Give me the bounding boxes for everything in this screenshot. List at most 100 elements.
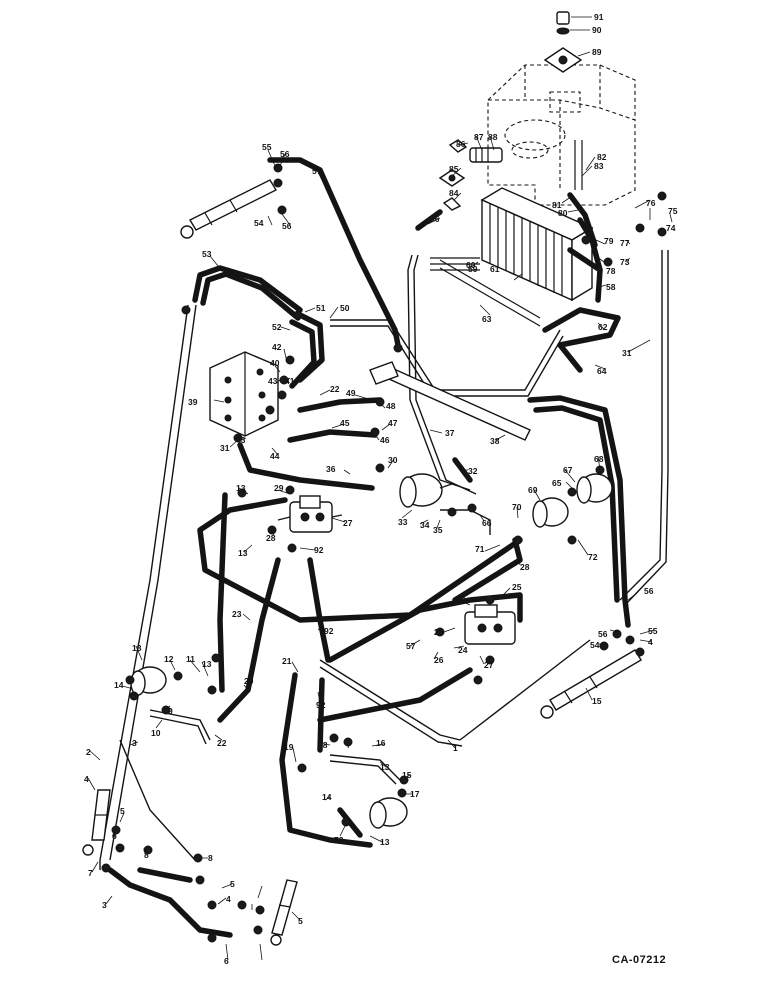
callout-label: 70 — [512, 502, 522, 512]
callout-label: 4 — [648, 637, 653, 647]
callout-label: 13 — [236, 483, 246, 493]
callout-label: 42 — [272, 342, 282, 352]
callout-label: 84 — [449, 188, 459, 198]
callout-label: 24 — [458, 645, 468, 655]
callout-label: 20 — [244, 676, 254, 686]
callout-label: 13 — [202, 659, 212, 669]
callout-label: 43 — [268, 376, 278, 386]
callout-label: 47 — [388, 418, 398, 428]
callout-label: 1 — [453, 743, 458, 753]
callout-leaders — [87, 16, 673, 961]
callout-label: 28 — [520, 562, 530, 572]
callout-label: 39 — [188, 397, 198, 407]
filter-32 — [399, 473, 453, 508]
callout-label: 78 — [606, 266, 616, 276]
callout-label: 43 — [236, 435, 246, 445]
callout-label: 56 — [282, 221, 292, 231]
callout-label: 54 — [590, 640, 600, 650]
callout-label: 91 — [594, 12, 604, 22]
callout-label: 81 — [552, 200, 562, 210]
callout-label: 7 — [88, 868, 93, 878]
callout-label: 50 — [340, 303, 350, 313]
callout-label: 23 — [232, 609, 242, 619]
callout-label: 66 — [482, 518, 492, 528]
callout-label: 25 — [434, 627, 444, 637]
filler-cap — [543, 11, 583, 73]
motor-15-left — [130, 666, 167, 696]
hydraulic-hoses — [107, 157, 631, 938]
callout-label: 29 — [274, 483, 284, 493]
callout-label: 30 — [388, 455, 398, 465]
callout-label: 88 — [488, 132, 498, 142]
callout-label: 68 — [594, 454, 604, 464]
callout-label: 63 — [482, 314, 492, 324]
callout-label: 92 — [314, 545, 324, 555]
cylinder-3-right — [270, 879, 298, 946]
callout-label: 5 — [120, 806, 125, 816]
callout-label: 8 — [144, 850, 149, 860]
callout-label: 60 — [466, 260, 476, 270]
callout-label: 18 — [318, 740, 328, 750]
callout-label: 36 — [430, 214, 440, 224]
fittings — [101, 163, 667, 943]
callout-label: 37 — [445, 428, 455, 438]
callout-label: 58 — [606, 282, 616, 292]
callout-label: 52 — [272, 322, 282, 332]
callout-label: 64 — [597, 366, 607, 376]
reservoir-tank — [487, 64, 636, 206]
callout-label: 27 — [484, 660, 494, 670]
callout-label: 26 — [434, 655, 444, 665]
callout-label: 2 — [86, 747, 91, 757]
callout-label: 56 — [644, 586, 654, 596]
control-valve-39 — [209, 351, 279, 437]
callout-label: 4 — [226, 894, 231, 904]
callout-label: 61 — [490, 264, 500, 274]
callout-label: 40 — [270, 358, 280, 368]
callout-label: 4 — [84, 774, 89, 784]
callout-label: 57 — [406, 641, 416, 651]
callout-label: 89 — [592, 47, 602, 57]
callout-label: 59 — [468, 264, 478, 274]
callout-label: 44 — [270, 451, 280, 461]
callout-labels: 91 90 89 86 87 88 85 82 83 84 81 80 55 5… — [84, 12, 678, 966]
callout-label: 17 — [410, 789, 420, 799]
callout-label: 35 — [433, 525, 443, 535]
callout-label: 16 — [376, 738, 386, 748]
callout-label: 56 — [598, 629, 608, 639]
callout-label: 22 — [217, 738, 227, 748]
callout-label: 71 — [475, 544, 485, 554]
callout-label: 19 — [284, 742, 294, 752]
callout-label: 65 — [552, 478, 562, 488]
callout-label: 13 — [380, 837, 390, 847]
callout-label: 73 — [334, 835, 344, 845]
callout-label: 55 — [262, 142, 272, 152]
callout-label: 33 — [398, 517, 408, 527]
filter-68 — [532, 497, 569, 528]
callout-label: 32 — [468, 466, 478, 476]
callout-label: 85 — [449, 164, 459, 174]
callout-label: 21 — [282, 656, 292, 666]
drawing-code: CA-07212 — [612, 954, 666, 966]
callout-label: 69 — [528, 485, 538, 495]
callout-label: 92 — [324, 626, 334, 636]
callout-label: 26 — [456, 595, 466, 605]
callout-label: 90 — [592, 25, 602, 35]
callout-label: 83 — [594, 161, 604, 171]
callout-label: 14 — [114, 680, 124, 690]
callout-label: 86 — [456, 139, 466, 149]
callout-label: 80 — [558, 208, 568, 218]
callout-label: 87 — [474, 132, 484, 142]
callout-label: 6 — [112, 831, 117, 841]
callout-label: 13 — [238, 548, 248, 558]
pump-29 — [277, 495, 343, 533]
callout-label: 38 — [490, 436, 500, 446]
callout-label: 62 — [598, 322, 608, 332]
callout-label: 56 — [280, 149, 290, 159]
callout-label: 3 — [132, 738, 137, 748]
callout-label: 5 — [298, 916, 303, 926]
cylinder-54-lower — [540, 647, 645, 719]
callout-label: 51 — [316, 303, 326, 313]
pump-92 — [464, 604, 516, 645]
callout-label: 9 — [168, 706, 173, 716]
